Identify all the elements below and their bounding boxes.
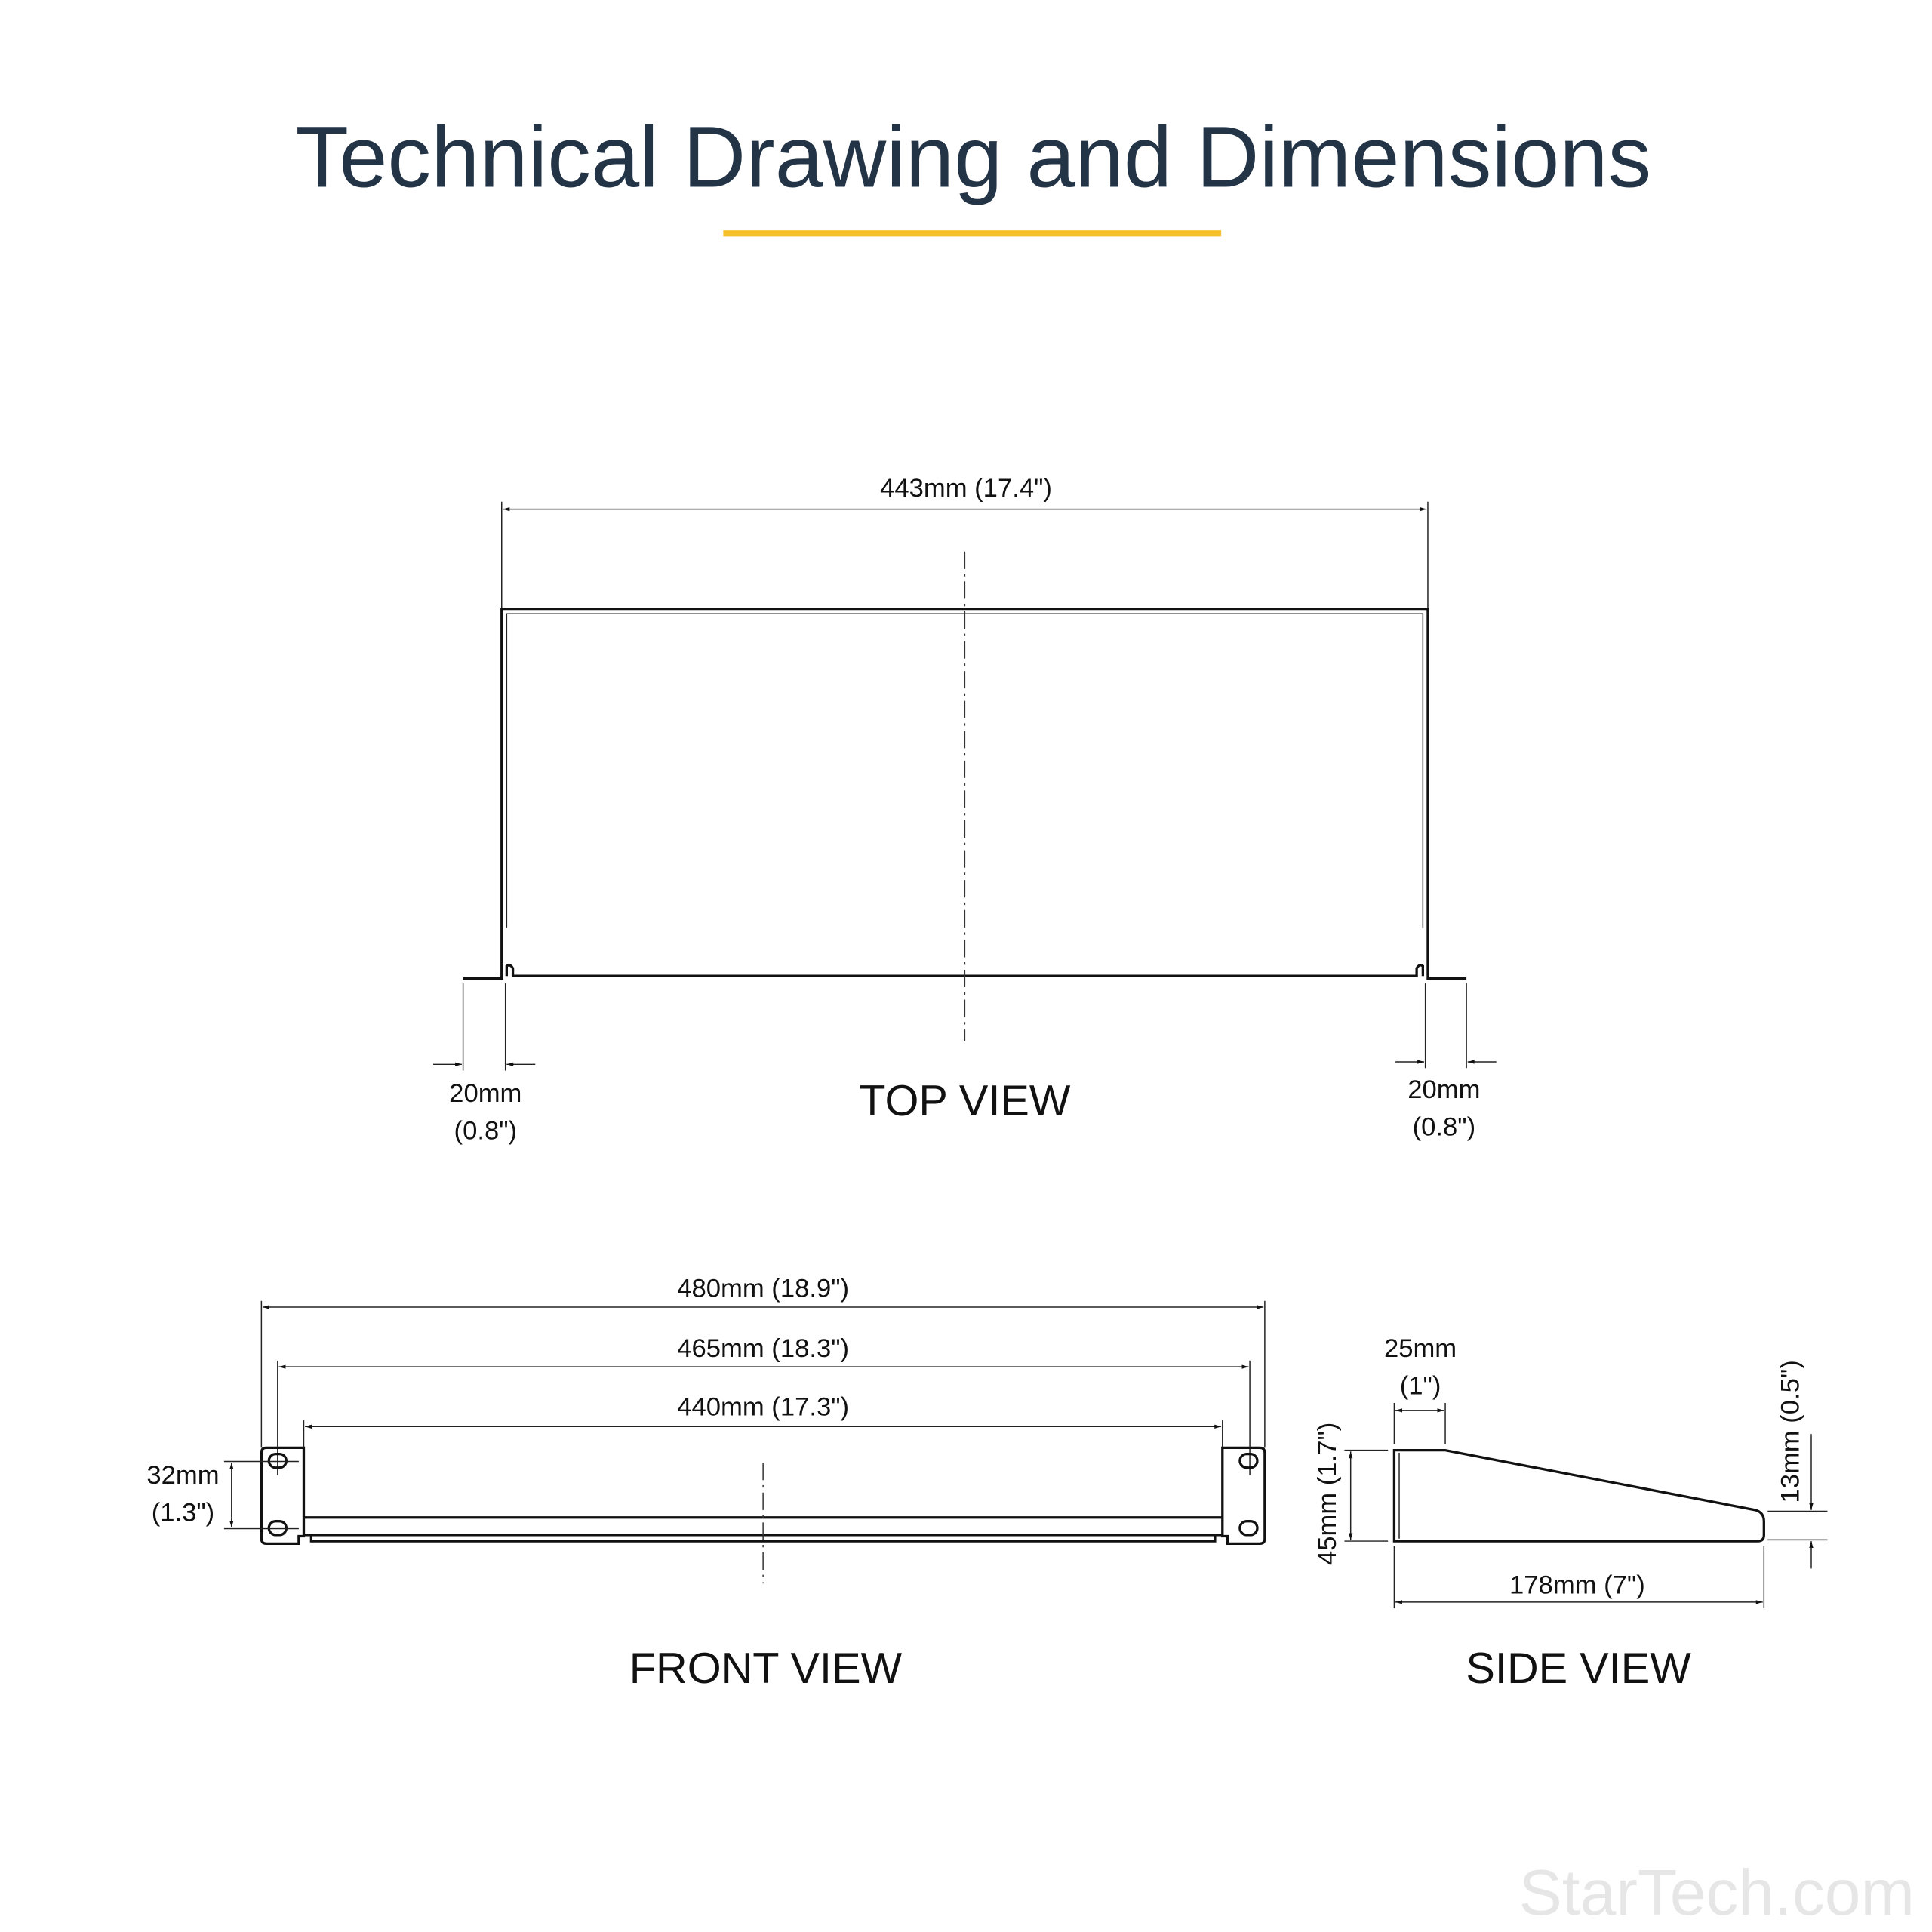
side-profile: [1392, 1449, 1765, 1543]
mounting-hole: [1238, 1520, 1259, 1537]
top-view: 443mm (17.4") 20mm (0.8") 20mm (0.8") TO…: [433, 474, 1497, 1145]
hole-spacing-label: 465mm (18.3"): [677, 1334, 849, 1363]
right-rack-ear: [1221, 1446, 1266, 1546]
top-view-label: TOP VIEW: [859, 1077, 1071, 1125]
left-flange-in: (0.8"): [454, 1116, 518, 1145]
top-width-dimension-label: 443mm (17.4"): [880, 474, 1052, 503]
right-flange-mm: 20mm: [1407, 1075, 1480, 1104]
right-flange-in: (0.8"): [1413, 1112, 1476, 1141]
mounting-hole: [1238, 1452, 1259, 1469]
startech-logo-watermark: StarTech.com: [1519, 1857, 1915, 1929]
lip-label: 13mm (0.5"): [1777, 1360, 1805, 1503]
overall-width-label: 480mm (18.9"): [677, 1275, 849, 1303]
mounting-hole: [267, 1520, 288, 1537]
side-view: 25mm (1") 45mm (1.7") 13mm (0.5") 178mm …: [1313, 1334, 1828, 1693]
left-flange-mm: 20mm: [449, 1079, 521, 1108]
hole-height-in: (1.3"): [152, 1499, 215, 1527]
side-view-label: SIDE VIEW: [1466, 1644, 1691, 1693]
hole-height-mm: 32mm: [146, 1461, 219, 1490]
mounting-hole: [267, 1452, 288, 1469]
title-underline: [723, 230, 1222, 237]
left-rack-ear: [260, 1446, 306, 1546]
front-view-label: FRONT VIEW: [629, 1644, 903, 1693]
flat-in: (1"): [1400, 1371, 1441, 1400]
height-label: 45mm (1.7"): [1313, 1423, 1342, 1565]
front-view: 480mm (18.9") 465mm (18.3") 440mm (17.3"…: [146, 1275, 1266, 1693]
flat-mm: 25mm: [1384, 1334, 1457, 1363]
depth-label: 178mm (7"): [1509, 1571, 1645, 1599]
top-view-outline: [463, 607, 1467, 980]
page-title: Technical Drawing and Dimensions: [295, 108, 1651, 205]
inner-width-label: 440mm (17.3"): [677, 1392, 849, 1421]
